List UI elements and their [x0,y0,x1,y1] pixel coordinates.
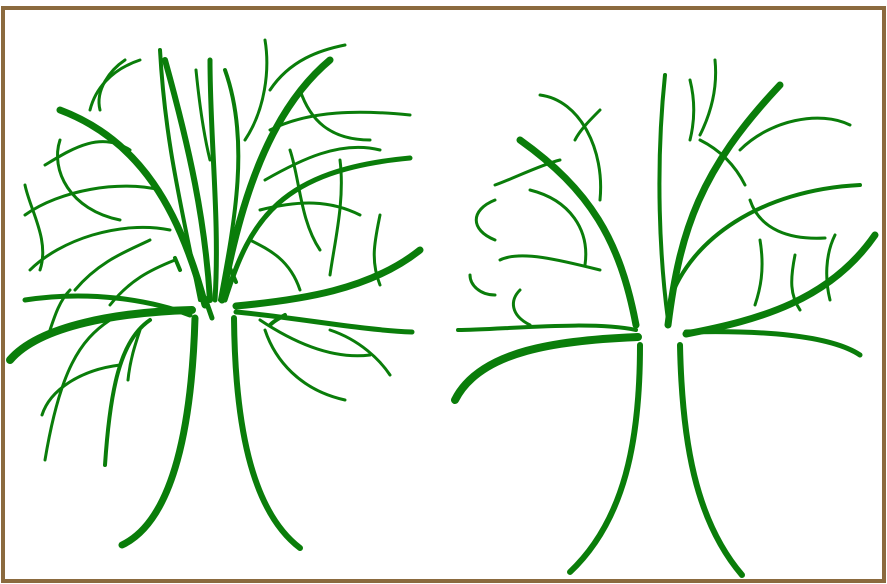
frame-border [3,8,884,581]
